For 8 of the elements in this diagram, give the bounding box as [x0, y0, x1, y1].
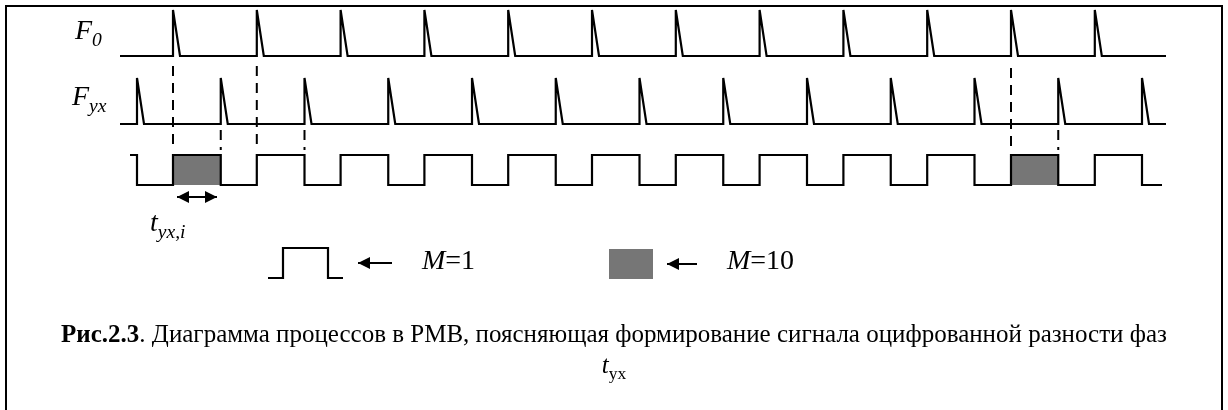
figure-caption: Рис.2.3. Диаграмма процессов в РМВ, поясняющая формирование сигнала оцифрованной разности фаз t$_{yx}$: [60, 319, 1168, 385]
legend-label: M=10: [697, 246, 795, 274]
arrow: [666, 258, 698, 270]
legend-label: M=1: [392, 246, 476, 274]
signal-label: F$_{yx}$: [72, 82, 107, 116]
signal-label: F$_{0}$: [75, 16, 102, 50]
arrow: [357, 257, 393, 269]
signal-label: t$_{yx,i}$: [150, 208, 186, 242]
